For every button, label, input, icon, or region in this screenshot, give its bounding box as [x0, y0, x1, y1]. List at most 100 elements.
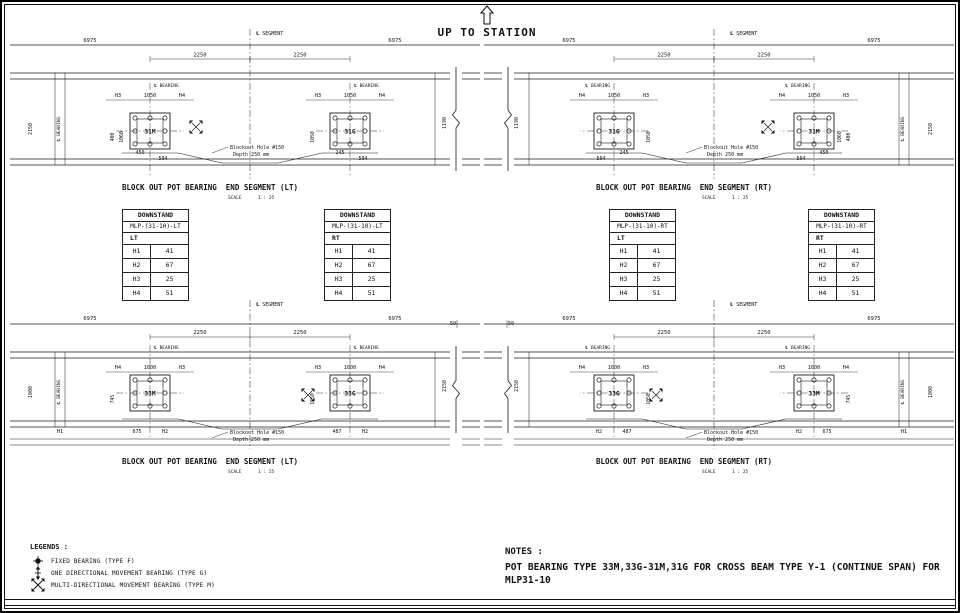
notes-line-1: POT BEARING TYPE 33M,33G-31M,31G FOR CRO…	[505, 562, 940, 573]
side-dim-label: 1050	[310, 131, 316, 143]
bolt-circle	[132, 377, 138, 383]
bolt-circle	[626, 377, 632, 383]
bolt-circle	[611, 141, 617, 147]
bolt-circle	[596, 390, 602, 396]
outer-dim: 6975	[867, 38, 880, 44]
bolt-circle	[362, 390, 368, 396]
bolt-circle	[826, 128, 832, 134]
table-title: DOWNSTAND	[122, 209, 189, 222]
bolt-circle	[162, 115, 168, 121]
bolt-circle	[347, 141, 353, 147]
bearing-centerline-label: ℄ BEARING	[585, 83, 610, 89]
bolt-circle	[611, 377, 617, 383]
bolt-circle	[826, 403, 832, 409]
movement-symbol-line	[191, 122, 197, 128]
bottom-dim: 245	[335, 150, 344, 156]
bearing-centerline-label: ℄ BEARING	[154, 345, 179, 351]
h-dim-label: 1050	[608, 93, 621, 99]
small-dim: 50	[450, 321, 456, 327]
movement-symbol-line	[195, 122, 201, 128]
bolt-circle	[811, 403, 817, 409]
h-dim-label: H4	[379, 365, 385, 371]
h-value-cell: 41	[352, 244, 391, 259]
movement-symbol-line	[307, 390, 313, 396]
bottom-dim: 450	[135, 150, 144, 156]
movement-symbol-line	[307, 394, 313, 400]
movement-symbol-arrow	[658, 388, 663, 393]
bearing-box	[793, 112, 835, 150]
legend-item: ONE DIRECTIONAL MOVEMENT BEARING (TYPE G…	[30, 566, 215, 580]
outer-dim: 6975	[388, 38, 401, 44]
bearing-label: 31M	[144, 128, 155, 135]
break-line	[451, 67, 461, 171]
legends-title: LEGENDS :	[30, 543, 68, 551]
bearing-label: 33M	[144, 390, 155, 397]
h-dim-label: H4	[379, 93, 385, 99]
bolt-circle	[147, 403, 153, 409]
bearing-centerline-label: ℄ BEARING	[56, 379, 62, 404]
bolt-circle	[162, 141, 168, 147]
h-dim-label: H3	[315, 365, 321, 371]
scale-value: 1 : 25	[732, 195, 749, 201]
h-dim-label: 1000	[344, 365, 357, 371]
bolt-circle	[147, 141, 153, 147]
outer-dim: 6975	[562, 38, 575, 44]
h-value-cell: 51	[150, 286, 189, 301]
fixed-bearing-icon	[30, 555, 45, 567]
bolt-circle	[626, 115, 632, 121]
bolt-circle	[347, 115, 353, 121]
bolt-circle	[826, 141, 832, 147]
movement-symbol-arrow	[761, 129, 766, 134]
title-block-rule	[5, 599, 955, 600]
span-dim: 2250	[757, 53, 770, 59]
outer-dim: 6975	[388, 316, 401, 322]
bolt-circle	[362, 141, 368, 147]
movement-symbol-arrow	[198, 129, 203, 134]
h-dim-label: 1050	[344, 93, 357, 99]
h-dim-label: H4	[115, 365, 121, 371]
movement-symbol-line	[651, 394, 657, 400]
h-dim-label: 1050	[808, 93, 821, 99]
side-dim-label: 745	[846, 395, 852, 404]
bolt-circle	[347, 377, 353, 383]
side-dim: 1000	[928, 386, 934, 398]
side-dim-label: 1050	[310, 393, 316, 405]
side-dim: 1000	[28, 386, 34, 398]
side-dim: 2150	[28, 123, 34, 135]
notes-block: NOTES : POT BEARING TYPE 33M,33G-31M,31G…	[505, 547, 955, 587]
bolt-circle	[362, 403, 368, 409]
table-side-label: LT	[609, 232, 676, 245]
h-value-cell: 51	[836, 286, 875, 301]
notes-title: NOTES :	[505, 547, 543, 557]
bolt-circle	[596, 377, 602, 383]
movement-symbol-arrow	[301, 388, 306, 393]
span-dim: 2250	[293, 330, 306, 336]
view-title: BLOCK OUT POT BEARING END SEGMENT (RT)	[596, 457, 772, 466]
h-key-cell: H3	[609, 272, 638, 287]
h-dim-label: H1	[57, 429, 63, 435]
legend-label: MULTI-DIRECTIONAL MOVEMENT BEARING (TYPE…	[51, 581, 215, 589]
outer-dim: 6975	[83, 38, 96, 44]
span-dim: 2250	[193, 53, 206, 59]
span-dim: 2250	[657, 53, 670, 59]
h-value-cell: 41	[150, 244, 189, 259]
bearing-centerline-label: ℄ BEARING	[154, 83, 179, 89]
movement-symbol-arrow	[189, 129, 194, 134]
h-value-cell: 67	[836, 258, 875, 273]
bearing-box	[793, 374, 835, 412]
one-directional-bearing-icon	[30, 566, 45, 580]
scale-value: 1 : 25	[732, 469, 749, 475]
h-dim-label: 1050	[144, 93, 157, 99]
movement-symbol-line	[767, 122, 773, 128]
bearing-centerline-label: ℄ BEARING	[354, 83, 379, 89]
bolt-circle	[332, 377, 338, 383]
h-value-cell: 41	[836, 244, 875, 259]
scale-label: SCALE	[228, 195, 242, 201]
h-dim-label: H3	[779, 365, 785, 371]
side-dim: 1190	[442, 117, 448, 129]
bolt-circle	[596, 403, 602, 409]
